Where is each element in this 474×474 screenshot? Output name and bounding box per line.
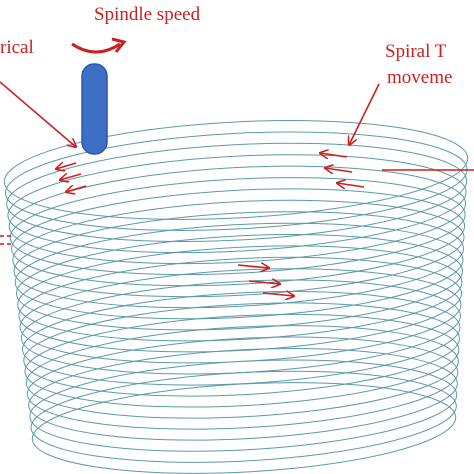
spiral-ring (14, 222, 464, 320)
spiral-label-line1: Spiral T (385, 41, 447, 62)
spiral-ring (24, 313, 460, 408)
spiral-ring (23, 302, 460, 397)
spiral-leader-line (349, 83, 380, 145)
spiral-ring (13, 211, 465, 309)
spiral-toolpath (3, 120, 469, 474)
direction-arrow (60, 174, 82, 180)
spiral-ring (9, 177, 466, 276)
spiral-ring (11, 188, 466, 287)
spiral-ring (15, 234, 464, 331)
spiral-ring (18, 256, 463, 353)
spiral-ring (17, 245, 463, 342)
spiral-ring (3, 120, 469, 220)
spiral-label-line2: moveme (387, 67, 452, 88)
spiral-ring (12, 199, 465, 298)
spiral-ring (31, 382, 457, 474)
spiral-ring (30, 370, 457, 463)
direction-arrow (66, 186, 87, 192)
direction-arrow (237, 265, 269, 268)
direction-arrow (320, 153, 348, 157)
direction-arrow (248, 281, 280, 284)
spindle-rotation-icon (71, 42, 121, 54)
left-cut-label: rical (0, 37, 34, 58)
spiral-ring (25, 325, 459, 419)
left-leader-line (0, 81, 76, 147)
spiral-ring (6, 142, 468, 243)
direction-arrow (337, 183, 365, 187)
spiral-ring (28, 347, 458, 441)
direction-arrow (56, 163, 77, 169)
direction-arrow (262, 293, 294, 296)
spiral-ring (29, 359, 458, 452)
direction-arrow (325, 168, 353, 172)
spiral-ring (7, 154, 467, 254)
spiral-ring (8, 165, 467, 265)
spindle-speed-label: Spindle speed (94, 4, 201, 25)
ball-end-tool (81, 63, 108, 155)
spiral-ring (26, 336, 459, 430)
rotation-arrowhead-icon (111, 37, 127, 53)
spiral-ring (5, 131, 468, 231)
